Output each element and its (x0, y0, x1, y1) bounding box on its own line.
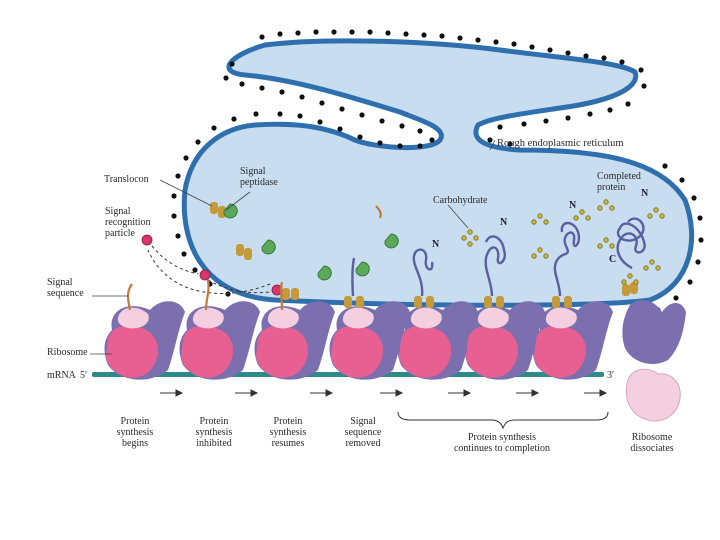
stage-label-begins: Protein synthesis begins (116, 416, 154, 449)
er-bound-ribosome-dots (171, 29, 704, 317)
stage-label-signal-removed: Signal sequence removed (344, 416, 382, 449)
translocons (210, 202, 638, 308)
n-terminus-label-3: N (569, 200, 577, 211)
label-leader-lines (90, 139, 496, 355)
signal-peptidase-label: Signal peptidase (240, 166, 278, 188)
five-prime-label: 5′ (80, 370, 88, 381)
ribosome-6 (464, 301, 545, 380)
stage-label-dissociates: Ribosome dissociates (630, 432, 674, 454)
stage-label-continues: Protein synthesis continues to completio… (453, 432, 551, 454)
stage-label-inhibited: Protein synthesis inhibited (195, 416, 233, 449)
ribosome-3 (254, 301, 335, 380)
completed-protein-label: Completed protein (597, 171, 641, 193)
carbohydrate-groups (461, 199, 665, 285)
n-terminus-label-4: N (641, 188, 649, 199)
n-terminus-label-1: N (432, 239, 440, 250)
completion-bracket (397, 411, 609, 430)
ribosome-4 (329, 301, 410, 380)
growing-protein-chains (351, 217, 646, 297)
srp-label: Signal recognition particle (105, 206, 151, 239)
rough-er-label: Rough endoplasmic reticulum (497, 138, 624, 149)
carbohydrate-label: Carbohydrate (433, 195, 488, 206)
srp-cycle-arrows (147, 245, 271, 294)
three-prime-label: 3′ (607, 370, 615, 381)
ribosome-2 (179, 301, 260, 380)
ribosome-7 (532, 301, 613, 380)
signal-recognition-particles (141, 234, 283, 296)
stage-label-resumes: Protein synthesis resumes (269, 416, 307, 449)
signal-sequence-label: Signal sequence (47, 277, 84, 299)
n-terminus-label-2: N (500, 217, 508, 228)
ribosome-5 (397, 301, 478, 380)
ribosome-small-subunit-dissociated (625, 368, 681, 422)
ribosome-label: Ribosome (47, 347, 88, 358)
stage-arrows (160, 389, 608, 397)
mrna-label: mRNA (47, 370, 76, 381)
translocon-label: Translocon (104, 174, 149, 185)
signal-peptidases (223, 203, 399, 281)
c-terminus-label: C (609, 254, 617, 265)
ribosome-large-subunit-dissociated (622, 300, 686, 365)
ribosome-1 (104, 301, 185, 380)
